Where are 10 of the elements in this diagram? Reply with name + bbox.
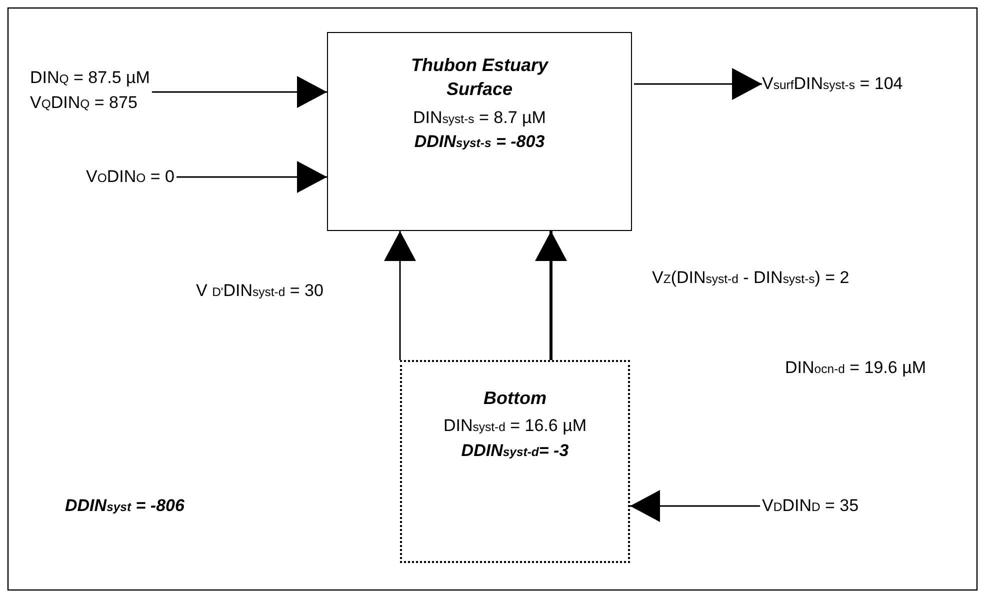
compartment-box	[400, 360, 630, 563]
arrow	[152, 76, 327, 108]
arrow	[176, 161, 327, 193]
arrow	[535, 231, 567, 360]
arrow	[630, 490, 760, 522]
arrow	[384, 231, 416, 360]
arrow	[634, 68, 762, 100]
compartment-box	[327, 32, 632, 231]
box-title: Thubon Estuary Surface	[410, 54, 550, 102]
box-title: Bottom	[482, 387, 548, 410]
